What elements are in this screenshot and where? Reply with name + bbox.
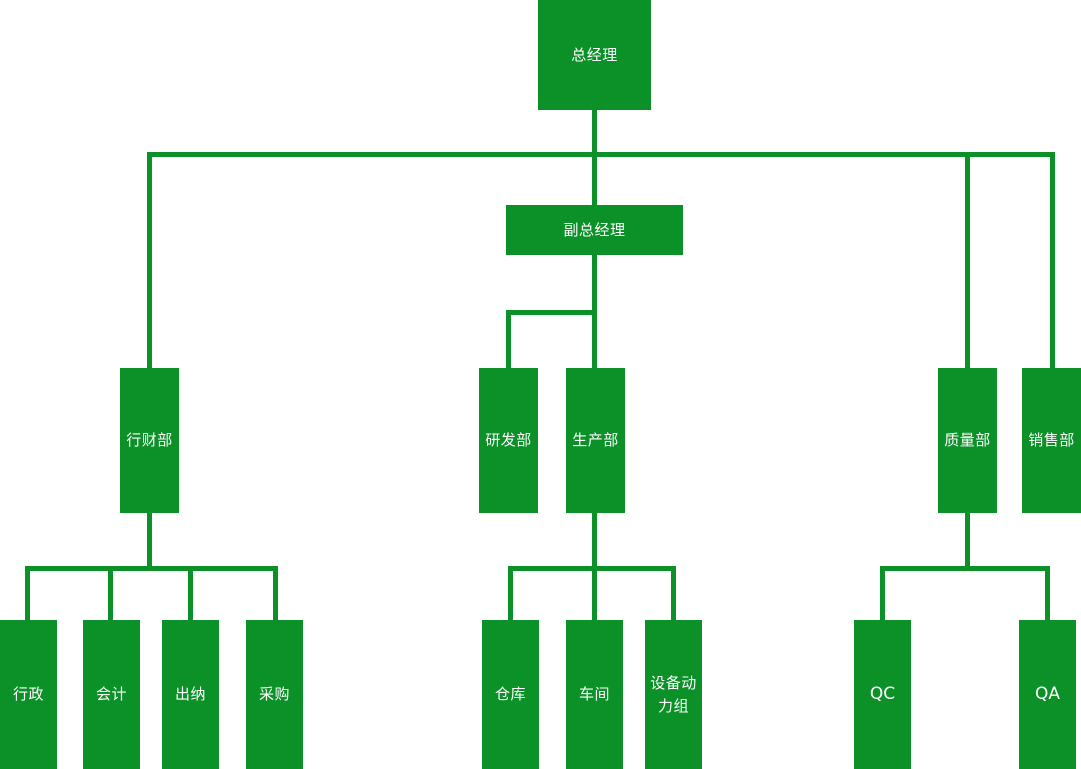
node-cashier-label: 出纳: [174, 685, 206, 704]
node-quality-dept[interactable]: 质量部: [938, 368, 997, 513]
node-purchasing-label: 采购: [258, 685, 290, 704]
connector-admin-finance-stem: [147, 513, 152, 570]
node-administration[interactable]: 行政: [0, 620, 57, 769]
node-general-manager[interactable]: 总经理: [538, 0, 651, 110]
node-equipment-power-group[interactable]: 设备动力组: [645, 620, 702, 769]
connector-quality-bus: [880, 566, 1050, 571]
connector-drop-cashier: [188, 566, 193, 622]
connector-drop-workshop: [592, 566, 597, 622]
connector-drop-qc: [880, 566, 885, 622]
connector-drop-administration: [25, 566, 30, 622]
connector-drop-admin-finance: [147, 152, 152, 370]
node-general-manager-label: 总经理: [571, 45, 618, 64]
node-qc[interactable]: QC: [854, 620, 911, 769]
node-quality-dept-label: 质量部: [944, 431, 991, 450]
node-warehouse[interactable]: 仓库: [482, 620, 539, 769]
connector-drop-qa: [1045, 566, 1050, 622]
node-deputy-general-manager-label: 副总经理: [563, 220, 626, 239]
connector-admin-finance-bus: [25, 566, 278, 571]
node-administration-label: 行政: [12, 685, 44, 704]
node-sales-dept-label: 销售部: [1028, 431, 1075, 450]
connector-drop-purchasing: [273, 566, 278, 622]
node-production-dept[interactable]: 生产部: [566, 368, 625, 513]
connector-drop-sales: [1050, 152, 1055, 370]
connector-production-stem: [592, 513, 597, 570]
node-admin-finance-dept-label: 行财部: [126, 431, 173, 450]
node-workshop[interactable]: 车间: [566, 620, 623, 769]
connector-quality-stem: [965, 513, 970, 570]
connector-drop-rd: [506, 310, 511, 370]
connector-top-bus: [147, 152, 1055, 157]
node-rd-dept[interactable]: 研发部: [479, 368, 538, 513]
connector-drop-deputy-gm: [592, 152, 597, 207]
node-deputy-general-manager[interactable]: 副总经理: [506, 205, 683, 255]
node-accounting[interactable]: 会计: [83, 620, 140, 769]
connector-gm-stem: [592, 110, 597, 157]
node-sales-dept[interactable]: 销售部: [1022, 368, 1081, 513]
node-accounting-label: 会计: [95, 685, 127, 704]
connector-drop-warehouse: [508, 566, 513, 622]
node-warehouse-label: 仓库: [494, 685, 526, 704]
node-workshop-label: 车间: [578, 685, 610, 704]
node-equipment-power-group-label: 设备动力组: [650, 673, 697, 715]
connector-drop-accounting: [108, 566, 113, 622]
connector-drop-quality: [965, 152, 970, 370]
node-qa[interactable]: QA: [1019, 620, 1076, 769]
node-admin-finance-dept[interactable]: 行财部: [120, 368, 179, 513]
connector-deputy-branch-bus: [506, 310, 596, 315]
node-qa-label: QA: [1034, 684, 1060, 705]
connector-drop-equipment-power: [671, 566, 676, 622]
node-production-dept-label: 生产部: [572, 431, 619, 450]
node-purchasing[interactable]: 采购: [246, 620, 303, 769]
node-rd-dept-label: 研发部: [485, 431, 532, 450]
node-qc-label: QC: [869, 684, 896, 705]
node-cashier[interactable]: 出纳: [162, 620, 219, 769]
